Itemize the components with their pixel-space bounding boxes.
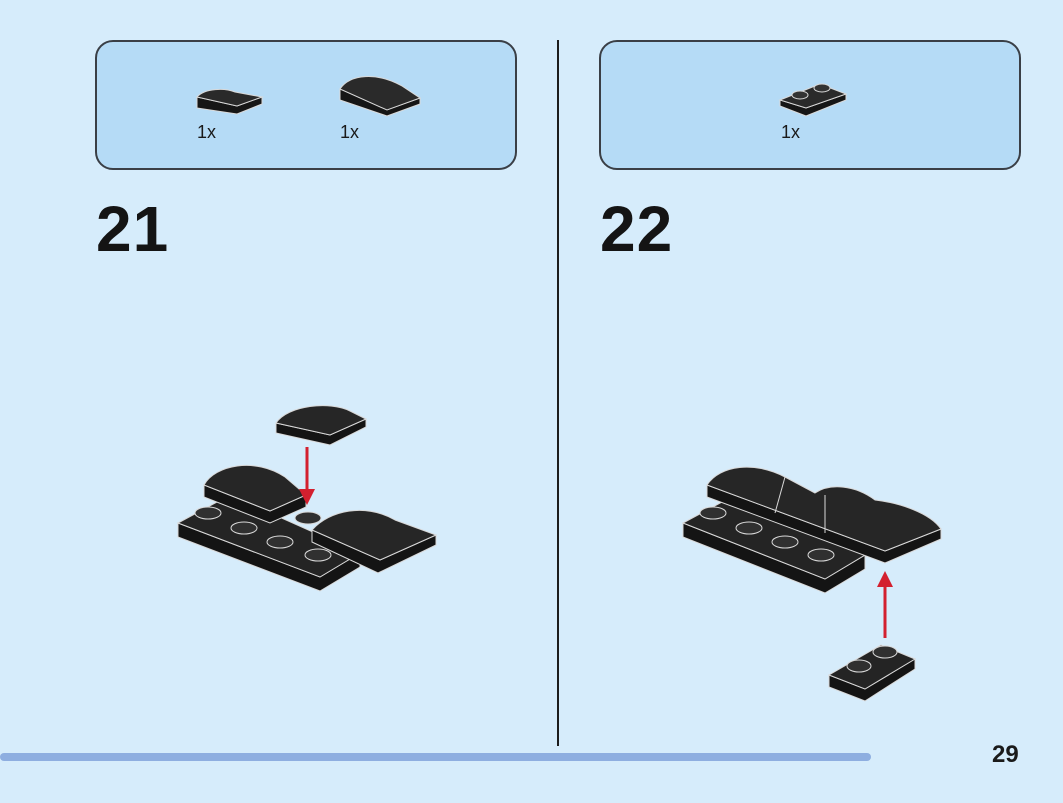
step-21-assembly-illustration [176,405,438,592]
parts-box-step-22: 1x [599,40,1021,170]
step-number: 22 [600,193,674,265]
page-number: 29 [992,741,1019,768]
step-number: 21 [96,193,170,265]
curved-slope-small-icon [196,88,264,115]
part-curved-slope-small: 1x [187,42,287,170]
part-qty: 1x [340,122,360,142]
curved-slope-large-icon [339,76,422,117]
page-progress-fill [0,753,871,761]
step-22-assembly-illustration [681,466,942,702]
plate-1x2-icon [778,83,848,117]
part-plate-1x2: 1x [776,42,876,170]
parts-box-step-21: 1x 1x [95,40,517,170]
part-qty: 1x [781,122,801,142]
part-qty: 1x [197,122,217,142]
page-progress-bar [0,753,962,761]
part-curved-slope-large: 1x [332,42,432,170]
step-divider [557,40,559,746]
